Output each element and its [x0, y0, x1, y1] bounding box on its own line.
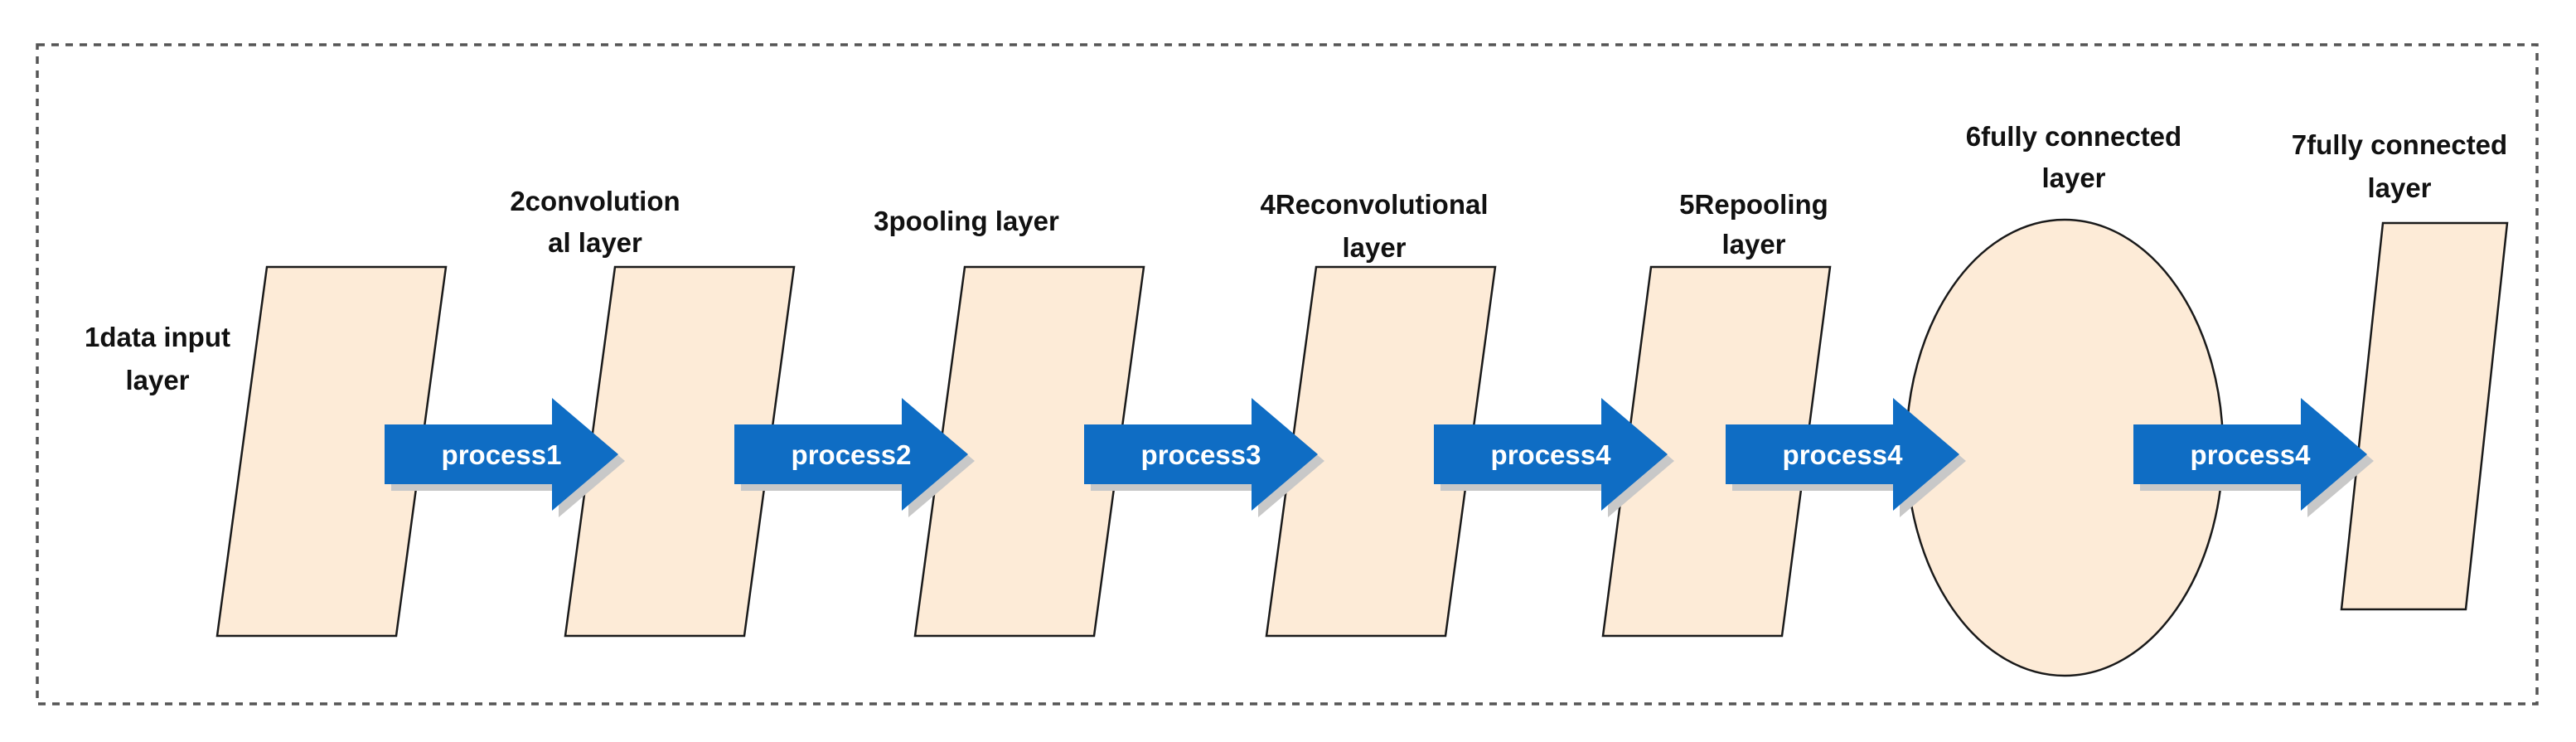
process-arrow-2 — [734, 398, 975, 517]
process-label-4: process4 — [1491, 439, 1612, 470]
layer-1-label-line-2: layer — [125, 365, 189, 395]
layer-6-label-line-2: layer — [2041, 162, 2105, 193]
layer-2-shape — [564, 265, 796, 638]
process-label-5: process4 — [1783, 439, 1904, 470]
layer-7-label-line-1: 7fully connected — [2292, 129, 2507, 160]
layer-2-label-line-1: 2convolution — [510, 186, 680, 216]
process-arrow-1 — [385, 398, 625, 517]
layer-4-label-line-2: layer — [1342, 232, 1406, 263]
layer-7-shape — [2340, 221, 2509, 611]
layer-1-label-line-1: 1data input — [85, 322, 230, 352]
process-label-2: process2 — [792, 439, 912, 470]
process-arrow-3 — [1084, 398, 1324, 517]
layer-2-label-line-2: al layer — [548, 227, 642, 258]
process-label-1: process1 — [442, 439, 562, 470]
layer-6-label-line-1: 6fully connected — [1966, 121, 2181, 152]
layer-1-shape — [215, 265, 448, 638]
process-label-3: process3 — [1141, 439, 1261, 470]
layer-5-shape — [1601, 265, 1832, 638]
process-arrow-5 — [1726, 398, 1966, 517]
process-label-6: process4 — [2191, 439, 2312, 470]
layer-5-label-line-1: 5Repooling — [1679, 189, 1828, 220]
layer-7-label-line-2: layer — [2367, 172, 2431, 203]
layer-3-shape — [913, 265, 1145, 638]
process-arrow-6 — [2133, 398, 2374, 517]
process-arrow-4 — [1434, 398, 1674, 517]
layer-3-label-line-1: 3pooling layer — [874, 206, 1059, 236]
layer-4-shape — [1265, 265, 1497, 638]
layer-4-label-line-1: 4Reconvolutional — [1260, 189, 1488, 220]
layer-5-label-line-2: layer — [1721, 229, 1785, 259]
